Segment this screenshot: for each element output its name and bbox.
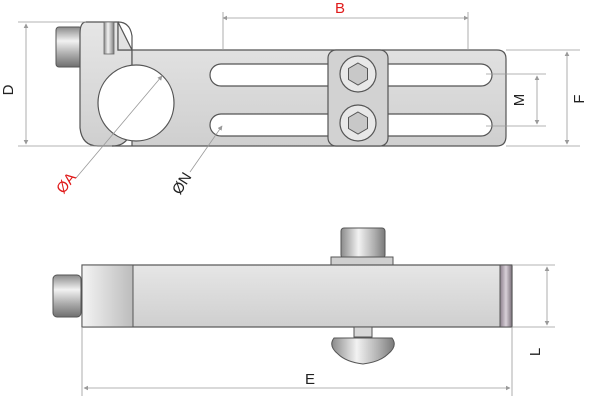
tnut-head	[331, 337, 395, 365]
clamp-slot	[103, 21, 115, 55]
dim-label-D: D	[0, 84, 17, 95]
side-right-cap	[499, 264, 513, 328]
side-dimensions	[81, 264, 555, 396]
rod-hole	[97, 64, 175, 142]
dim-label-A: ØA	[53, 169, 80, 197]
top-screw-washer	[330, 256, 394, 266]
top-screw-cap	[340, 227, 386, 259]
top-dimensions	[18, 12, 580, 179]
side-body	[81, 264, 513, 328]
dim-label-F: F	[571, 94, 588, 103]
hex-socket-icon	[348, 111, 368, 135]
bar-neck	[117, 21, 133, 50]
pin-cylinder	[55, 26, 83, 68]
side-view	[52, 227, 513, 365]
side-clamp-end	[81, 264, 134, 328]
hex-socket-icon	[348, 62, 368, 86]
dim-label-N: ØN	[169, 170, 195, 198]
dim-label-B: B	[335, 0, 345, 17]
tnut-stem	[353, 326, 373, 338]
dim-label-L: L	[527, 348, 544, 356]
top-view	[55, 21, 507, 147]
dim-label-M: M	[511, 94, 528, 107]
dim-label-E: E	[305, 371, 315, 388]
side-pin	[52, 274, 82, 318]
